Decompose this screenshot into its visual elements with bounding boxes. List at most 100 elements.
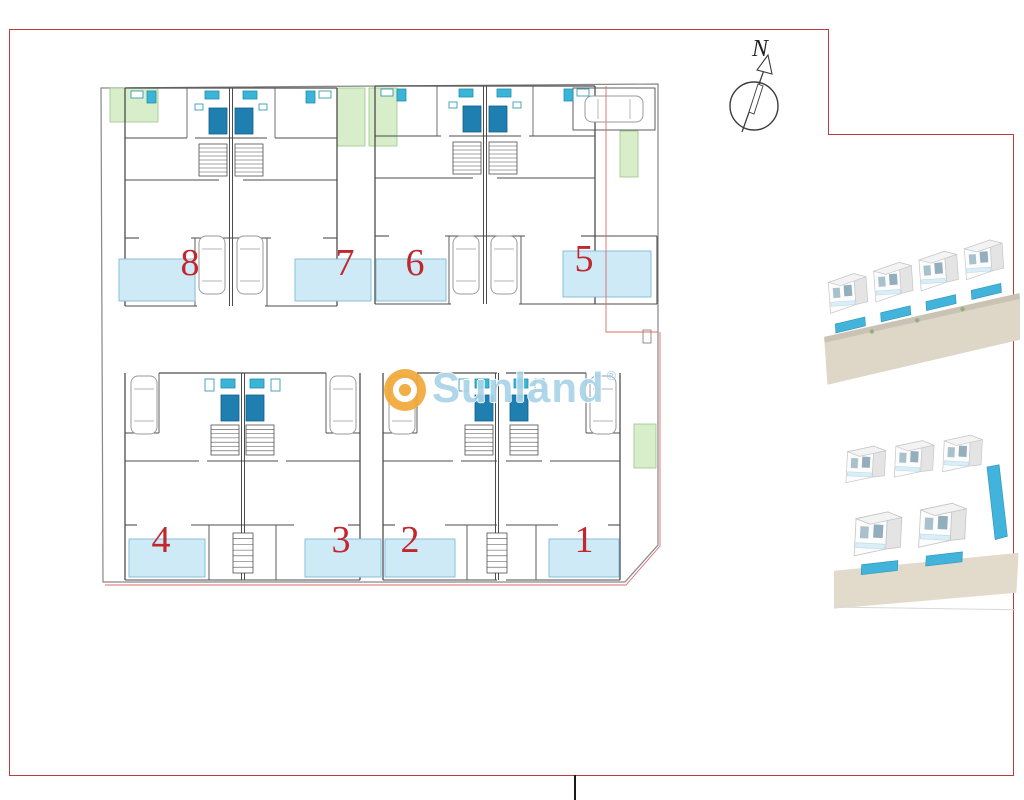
green-area xyxy=(633,423,657,469)
kitchen-counter xyxy=(234,107,254,135)
unit-number-1: 1 xyxy=(574,519,594,561)
plant xyxy=(960,306,965,312)
pool-unit-2 xyxy=(384,538,456,578)
stairs xyxy=(509,424,539,456)
bathroom-fixture xyxy=(249,378,265,389)
street xyxy=(824,299,1020,385)
plant xyxy=(914,318,920,323)
site-plan-drawing xyxy=(100,83,661,586)
villa-3d xyxy=(872,261,915,303)
pool xyxy=(834,316,866,334)
green-area xyxy=(619,130,639,178)
unit-number-3: 3 xyxy=(331,519,351,561)
stairs xyxy=(210,424,240,456)
car-icon xyxy=(589,375,617,435)
kitchen-counter xyxy=(509,394,529,422)
villa-3d xyxy=(918,249,960,292)
car-icon xyxy=(452,235,480,295)
red-boundary-line xyxy=(105,332,661,586)
bathroom-fixture xyxy=(194,103,204,111)
red-frame-right xyxy=(1013,134,1014,776)
kitchen-counter xyxy=(474,394,494,422)
pool xyxy=(880,305,912,323)
aerial-render-bottom xyxy=(834,433,1019,611)
pool xyxy=(986,464,1008,540)
bathroom-fixture xyxy=(496,88,512,98)
bathroom-fixture xyxy=(534,378,545,392)
bottom-center-tick xyxy=(574,775,576,800)
car-icon xyxy=(130,375,158,435)
bathroom-fixture xyxy=(458,88,474,98)
compass-circle xyxy=(729,81,779,131)
pool xyxy=(970,283,1002,300)
bathroom-fixture xyxy=(146,90,157,104)
villa-3d xyxy=(963,238,1005,281)
green-area xyxy=(336,87,366,147)
bathroom-fixture xyxy=(270,378,281,392)
terrace-stairs xyxy=(486,532,508,574)
bathroom-fixture xyxy=(576,88,590,97)
bathroom-fixture xyxy=(220,378,236,389)
pool xyxy=(925,294,957,312)
kitchen-counter xyxy=(488,105,508,133)
kitchen-counter xyxy=(208,107,228,135)
north-arrow-icon xyxy=(729,53,779,133)
bathroom-fixture xyxy=(242,90,258,100)
pool-unit-7 xyxy=(294,258,372,302)
car-icon xyxy=(329,375,357,435)
bathroom-fixture xyxy=(513,378,529,389)
plant xyxy=(869,329,875,334)
villa-3d xyxy=(893,438,935,480)
terrace-stairs xyxy=(232,532,254,574)
green-area xyxy=(368,87,398,147)
kitchen-counter xyxy=(220,394,240,422)
red-frame-notch-vertical xyxy=(828,29,829,135)
bathroom-fixture xyxy=(380,88,394,97)
villa-3d xyxy=(853,509,903,559)
unit-number-6: 6 xyxy=(405,242,425,284)
sun-logo-icon xyxy=(384,369,426,411)
unit-number-2: 2 xyxy=(400,519,420,561)
kitchen-counter xyxy=(245,394,265,422)
kitchen-counter xyxy=(462,105,482,133)
aerial-render-top xyxy=(824,238,1020,385)
bathroom-fixture xyxy=(204,378,215,392)
compass-arrowhead xyxy=(756,53,773,75)
villa-3d xyxy=(918,501,968,551)
car-icon xyxy=(584,95,644,123)
car-icon xyxy=(490,235,518,295)
site-plan: 8 7 6 5 4 3 2 1 xyxy=(95,80,665,590)
bathroom-fixture xyxy=(512,101,522,109)
red-frame-top xyxy=(9,29,829,30)
bathroom-fixture xyxy=(448,101,458,109)
villa-3d xyxy=(845,444,887,486)
unit-number-5: 5 xyxy=(574,238,594,280)
compass-north-label: N xyxy=(752,36,769,62)
bathroom-fixture xyxy=(130,90,144,99)
ground-line xyxy=(834,606,1016,611)
pool xyxy=(925,551,963,567)
pool-unit-8 xyxy=(118,258,196,302)
villa-3d xyxy=(942,433,984,475)
pool-unit-4 xyxy=(128,538,206,578)
unit-number-7: 7 xyxy=(335,242,355,284)
compass-vane xyxy=(748,83,764,115)
unit-number-8: 8 xyxy=(180,242,200,284)
render-scene-rear xyxy=(834,433,1019,611)
compass: N xyxy=(712,36,796,144)
pool-unit-5 xyxy=(562,250,652,298)
red-frame-notch-horizontal xyxy=(828,134,1014,135)
pool-unit-6 xyxy=(375,258,447,302)
stairs xyxy=(245,424,275,456)
registered-mark: ® xyxy=(606,368,617,383)
red-frame-left xyxy=(9,29,10,775)
car-icon xyxy=(236,235,264,295)
sunland-watermark: Sunland ® xyxy=(384,364,617,411)
render-scene-front xyxy=(824,238,1020,385)
stairs xyxy=(464,424,494,456)
bathroom-fixture xyxy=(204,90,220,100)
watermark-text: Sunland xyxy=(432,364,605,411)
bathroom-fixture xyxy=(305,90,316,104)
pool-unit-3 xyxy=(304,538,382,578)
